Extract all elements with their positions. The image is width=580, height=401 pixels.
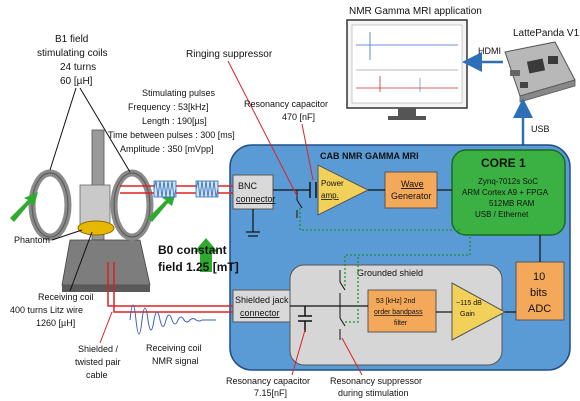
usb-label: USB (531, 124, 550, 134)
b0-line-2: field 1.25 [mT] (158, 260, 239, 274)
nmr-decay-signal (129, 304, 216, 335)
b1-leader-right (79, 87, 131, 173)
hdmi-label: HDMI (478, 46, 501, 56)
wave-generator-label-1: Wave (401, 179, 424, 189)
receiving-coil-line-1: Receiving coil (38, 292, 94, 302)
res-supp-bottom-line-1: Resonancy suppressor (330, 376, 422, 386)
receiving-coil-leader (69, 231, 93, 292)
b0-line-1: B0 constant (158, 243, 227, 257)
filter-label-2: order bandpass (374, 309, 423, 316)
ringing-suppressor-label: Ringing suppressor (186, 49, 273, 60)
res-cap-top-leader (301, 123, 314, 181)
stim-length: Length : 190[µs] (142, 116, 207, 126)
cable-leader (99, 311, 113, 344)
stim-time-between: Time between pulses : 300 [ms] (108, 130, 235, 140)
core-line-2: ARM Cortex A9 + FPGA (462, 188, 549, 197)
b1-leader-left (49, 87, 77, 171)
cable-line-2: twisted pair (75, 357, 121, 367)
core-line-1: Zynq-7012s SoC (478, 177, 538, 186)
cable-line-3: cable (86, 370, 108, 380)
stim-amplitude: Amplitude : 350 [mVpp] (120, 144, 214, 154)
stim-pulses-heading: Stimulating pulses (142, 88, 216, 98)
grounded-shield-label: Grounded shield (357, 268, 423, 278)
adc-label-1: 10 (533, 271, 545, 283)
stim-frequency: Frequency : 53[kHz] (128, 102, 209, 112)
b1-coils-line-3: 24 turns (60, 62, 96, 73)
receiving-coil-line-2: 400 turns Litz wire (10, 305, 83, 315)
bnc-label-1: BNC (238, 181, 258, 191)
coil-assembly-illustration (28, 129, 154, 292)
bandpass-filter-box (367, 289, 437, 333)
monitor-icon (346, 19, 468, 120)
cab-title: CAB NMR GAMMA MRI (320, 151, 419, 161)
shielded-jack-box (232, 289, 291, 323)
b1-field-arrow-right (148, 192, 176, 222)
lattepanda-board-icon (504, 41, 576, 103)
res-cap-bottom-leader (291, 329, 306, 376)
cable-line-1: Shielded / (78, 344, 119, 354)
internal-wires (246, 189, 541, 313)
shielded-jack-label-1: Shielded jack (235, 295, 289, 305)
nmr-signal-line-2: NMR signal (152, 356, 199, 366)
lattepanda-label: LattePanda V1 (513, 28, 580, 39)
b0-field-arrow (194, 238, 218, 272)
stimulating-pulse-waveform (153, 180, 219, 198)
res-cap-top-line-1: Resonancy capacitor (244, 99, 328, 109)
resonance-capacitor-bottom-symbol (298, 306, 312, 332)
shielded-jack-label-2: connector (240, 308, 280, 318)
core-title: CORE 1 (481, 156, 526, 170)
filter-label-1: 53 [kHz] 2nd (376, 298, 415, 305)
control-lines (299, 208, 471, 323)
app-title: NMR Gamma MRI application (349, 6, 482, 17)
receiving-coil-line-3: 1260 [µH] (36, 318, 75, 328)
bnc-label-2: connector (236, 194, 276, 204)
core-box (451, 149, 566, 236)
adc-label-3: ADC (528, 303, 551, 315)
b1-coils-line-2: stimulating coils (37, 48, 108, 59)
power-amp-label-1: Power (321, 179, 344, 188)
filter-label-3: filter (394, 320, 408, 327)
core-line-4: USB / Ethernet (475, 210, 529, 219)
phantom-leader (51, 229, 83, 241)
b1-field-arrow-left (10, 192, 38, 222)
phantom-label: Phantom (14, 235, 50, 245)
adc-label-2: bits (530, 287, 548, 299)
res-supp-bottom-line-2: during stimulation (338, 388, 409, 398)
nmr-signal-line-1: Receiving coil (146, 343, 202, 353)
resonance-capacitor-top-symbol (309, 182, 317, 198)
res-cap-bottom-line-2: 7.15[nF] (254, 388, 287, 398)
res-cap-bottom-line-1: Resonancy capacitor (226, 376, 310, 386)
resonance-suppressor-switch (339, 270, 346, 340)
gain-label-2: Gain (460, 311, 475, 318)
res-supp-bottom-leader (341, 337, 363, 376)
core-line-3: 512MB RAM (489, 199, 535, 208)
wave-generator-label-2: Generator (391, 191, 432, 201)
res-cap-top-line-2: 470 [nF] (282, 112, 315, 122)
power-amp-label-2: amp. (321, 191, 339, 200)
b1-coils-line-1: B1 field (55, 34, 88, 45)
wave-generator-box (384, 171, 438, 209)
ringing-suppressor-leader (227, 60, 298, 197)
gain-label-1: ~115 dB (456, 300, 482, 307)
b1-coils-line-4: 60 [µH] (60, 76, 93, 87)
power-amp-triangle (317, 164, 370, 216)
